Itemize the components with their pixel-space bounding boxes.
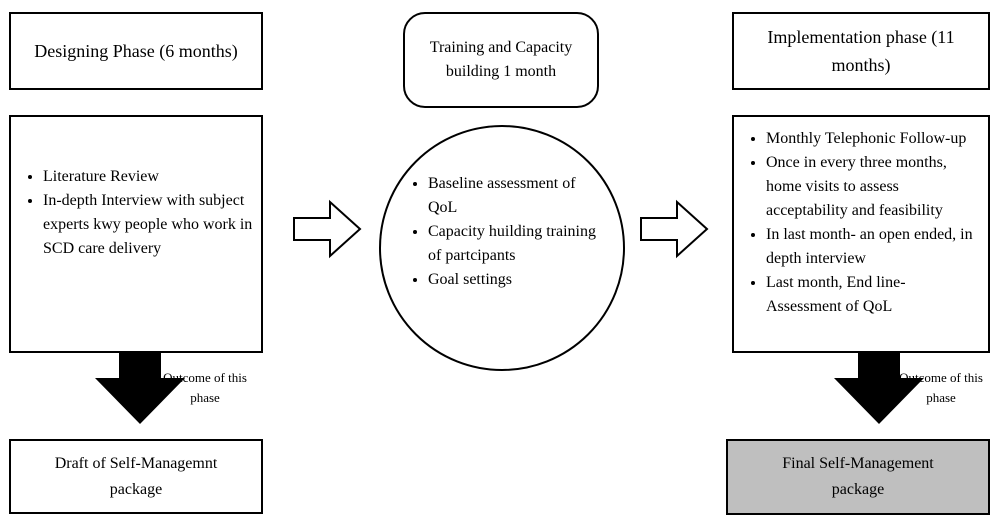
activity-item: Baseline assessment of QoL <box>428 172 604 220</box>
right-arrow-1 <box>293 199 362 259</box>
activity-item: In last month- an open ended, in depth i… <box>766 223 982 271</box>
draft-package-label: Draft of Self-Managemnt package <box>54 454 218 498</box>
implementation-phase-title-box: Implementation phase (11 months) <box>732 12 990 90</box>
training-phase-title: Training and Capacity building 1 month <box>429 39 573 80</box>
activity-item: Literature Review <box>43 165 253 189</box>
activity-item: In-depth Interview with subject experts … <box>43 189 253 261</box>
final-package-label: Final Self-Management package <box>782 455 934 498</box>
implementation-activities-box: Monthly Telephonic Follow-up Once in eve… <box>732 115 990 353</box>
implementation-activities: Monthly Telephonic Follow-up Once in eve… <box>746 127 982 319</box>
designing-phase-activities: Literature Review In-depth Interview wit… <box>23 165 253 261</box>
outcome-label-left: Outcome of this phase <box>163 370 247 405</box>
training-activities-circle <box>379 125 625 371</box>
activity-item: Last month, End line- Assessment of QoL <box>766 271 982 319</box>
activity-item: Goal settings <box>428 268 604 292</box>
activity-item: Once in every three months, home visits … <box>766 151 982 223</box>
activity-item: Monthly Telephonic Follow-up <box>766 127 982 151</box>
right-arrow-2 <box>640 199 709 259</box>
activity-item: Capacity huilding training of partcipant… <box>428 220 604 268</box>
down-arrow-right <box>834 352 924 424</box>
training-activities: Baseline assessment of QoL Capacity huil… <box>408 172 604 292</box>
designing-phase-title: Designing Phase (6 months) <box>34 41 238 61</box>
training-phase-title-box: Training and Capacity building 1 month <box>403 12 599 108</box>
final-package-box: Final Self-Management package <box>726 439 990 515</box>
down-arrow-left <box>95 352 185 424</box>
implementation-phase-title: Implementation phase (11 months) <box>767 27 955 75</box>
draft-package-box: Draft of Self-Managemnt package <box>9 439 263 514</box>
designing-phase-activities-box: Literature Review In-depth Interview wit… <box>9 115 263 353</box>
training-activities-text: Baseline assessment of QoL Capacity huil… <box>408 172 604 292</box>
designing-phase-title-box: Designing Phase (6 months) <box>9 12 263 90</box>
outcome-label-right: Outcome of this phase <box>899 370 983 405</box>
